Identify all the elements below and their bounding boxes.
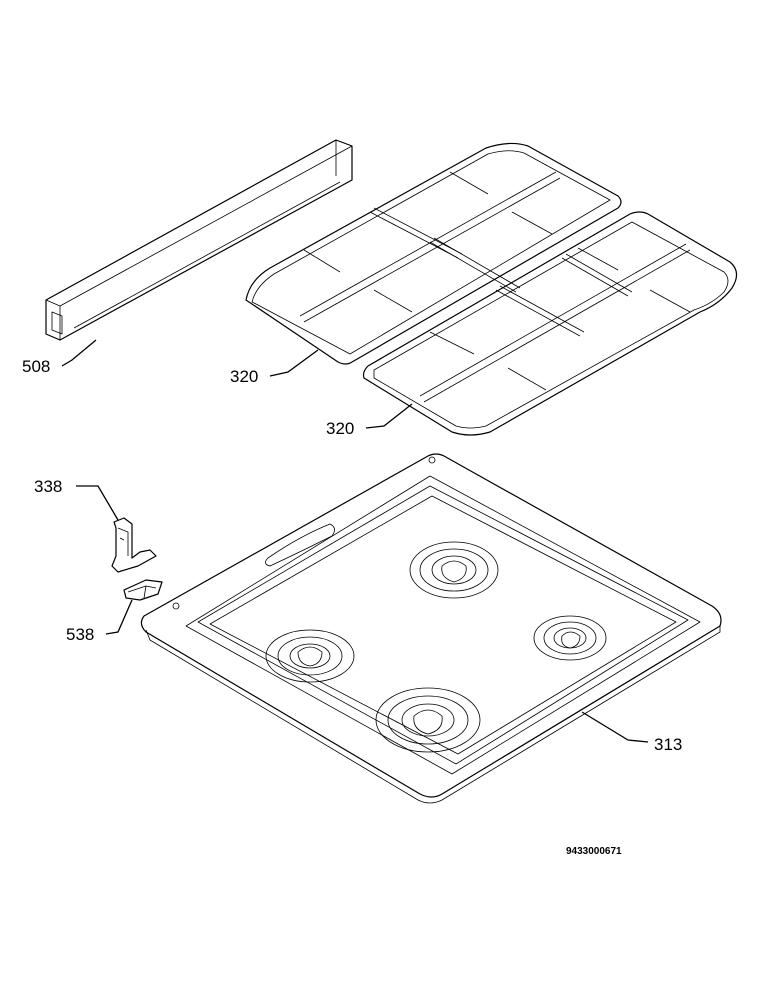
pan-support-right-part <box>362 211 738 436</box>
leader-338 <box>76 485 119 521</box>
clip-part <box>123 579 163 601</box>
callout-320-right: 320 <box>326 419 354 438</box>
bracket-part <box>111 517 157 573</box>
callout-538: 538 <box>66 625 94 644</box>
document-number: 9433000671 <box>566 846 622 857</box>
callout-508: 508 <box>22 357 50 376</box>
leader-508 <box>61 339 97 367</box>
callout-320-left: 320 <box>230 367 258 386</box>
pan-support-left-part <box>245 142 622 365</box>
side-rail-part <box>45 139 353 341</box>
leader-313 <box>581 711 649 743</box>
callout-338: 338 <box>34 477 62 496</box>
leader-320-left <box>269 349 319 377</box>
leader-320-right <box>365 403 413 429</box>
callout-313: 313 <box>654 735 682 754</box>
leader-538 <box>105 599 133 635</box>
hob-top-part <box>140 453 722 804</box>
